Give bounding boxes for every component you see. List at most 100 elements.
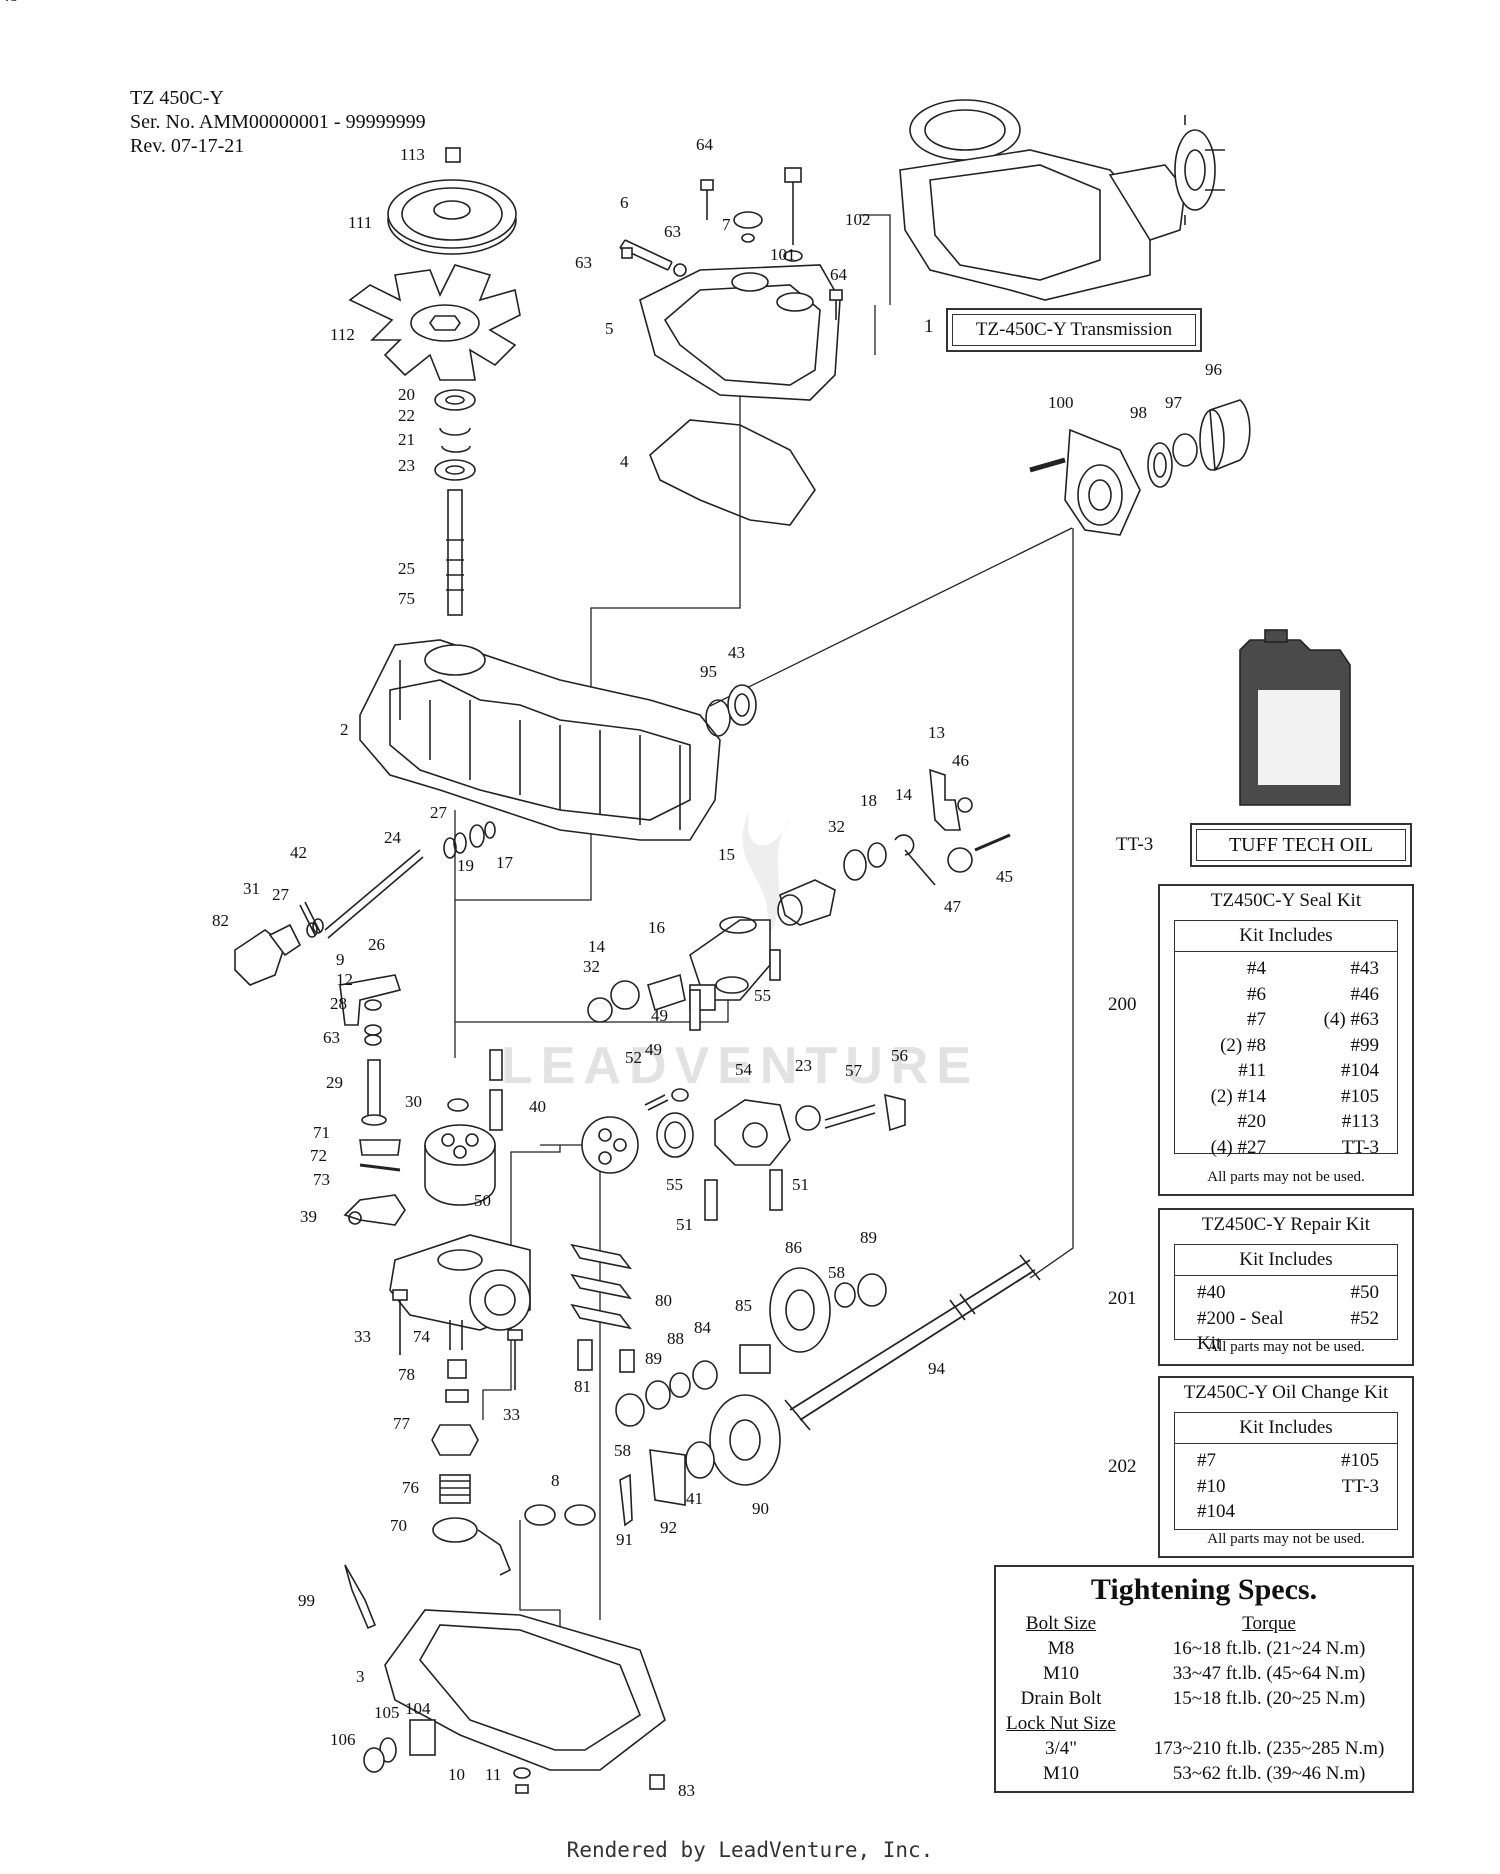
part-callout: 41 xyxy=(686,1489,703,1508)
seals-96-98 xyxy=(1147,399,1251,488)
part-callout: 54 xyxy=(735,1060,753,1079)
kit-part: #104 xyxy=(1197,1501,1235,1522)
bolts-51 xyxy=(704,1169,783,1221)
part-callout: 48 xyxy=(1,0,18,5)
bolt-size: Drain Bolt xyxy=(1020,1688,1102,1709)
part-callout: 30 xyxy=(405,1092,422,1111)
kit-part: #43 xyxy=(1350,958,1380,979)
part-callout: 46 xyxy=(952,751,969,770)
top-cover-5 xyxy=(639,264,841,401)
kit-part: #200 - Seal Kit xyxy=(1197,1307,1284,1355)
part-callout: 97 xyxy=(1165,393,1183,412)
lock-nut-size: 3/4" xyxy=(1044,1738,1078,1759)
part-callout: 20 xyxy=(398,385,415,404)
part-callout: 71 xyxy=(313,1123,330,1142)
bearings-58-89 xyxy=(834,1273,887,1308)
seal-kit-parts: #4#43#6#46#7(4) #63(2) #8#99#11#104(2) #… xyxy=(1175,952,1397,1160)
kit-part: #50 xyxy=(1350,1282,1380,1303)
part-callout: 86 xyxy=(785,1238,802,1257)
part-callout: 72 xyxy=(310,1146,327,1165)
part-callout: 105 xyxy=(374,1703,400,1722)
part-callout: 50 xyxy=(474,1191,491,1210)
fill-cap-7 xyxy=(733,211,763,243)
kit-part: (4) #27 xyxy=(1210,1136,1266,1158)
torque-value: 15~18 ft.lb. (20~25 N.m) xyxy=(1172,1688,1366,1709)
oil-label: TUFF TECH OIL xyxy=(1196,829,1406,861)
seal-kit-note: All parts may not be used. xyxy=(1207,1169,1365,1185)
kit-part: (2) #8 xyxy=(1220,1034,1266,1056)
valve-stack-74-78-77-76-70 xyxy=(431,1320,512,1576)
oil-jug-icon xyxy=(1239,629,1351,806)
model-name: TZ 450C-Y xyxy=(130,87,224,109)
oil-change-kit-note: All parts may not be used. xyxy=(1207,1531,1365,1547)
repair-kit-note: All parts may not be used. xyxy=(1207,1339,1365,1355)
part-callout: 88 xyxy=(667,1329,684,1348)
part-callout: 104 xyxy=(405,1699,431,1718)
part-callout: 27 xyxy=(430,803,448,822)
watermark-flame-icon xyxy=(742,810,790,950)
part-callout: 42 xyxy=(290,843,307,862)
torque-value: 33~47 ft.lb. (45~64 N.m) xyxy=(1172,1663,1366,1684)
axle-hub-100 xyxy=(1029,428,1141,536)
part-callout: 27 xyxy=(272,885,290,904)
kit-part: TT-3 xyxy=(1341,1475,1379,1497)
part-callout: 90 xyxy=(752,1499,769,1518)
bracket-54 xyxy=(714,1099,791,1166)
pulley-111 xyxy=(387,147,517,255)
lock-nut-size: M10 xyxy=(1043,1763,1079,1784)
kit-part xyxy=(1286,1499,1383,1525)
part-callout: 11 xyxy=(485,1765,501,1784)
kit-part: #105 xyxy=(1341,1450,1379,1471)
washers-27-19-17 xyxy=(443,821,496,859)
part-callout: 57 xyxy=(845,1061,863,1080)
cooling-fan-112 xyxy=(348,264,521,381)
part-callout: 2 xyxy=(340,720,349,739)
drain-bolt-10-11-83 xyxy=(513,1767,665,1794)
part-callout: 75 xyxy=(398,589,415,608)
bolt-size-header: Bolt Size xyxy=(1025,1613,1097,1634)
torque-value: 173~210 ft.lb. (235~285 N.m) xyxy=(1153,1738,1385,1759)
part-callout: 111 xyxy=(348,213,372,232)
lock-nut-size-header: Lock Nut Size xyxy=(1006,1713,1116,1734)
part-callout: 101 xyxy=(770,245,796,264)
part-callout: 85 xyxy=(735,1296,752,1315)
part-callout: 70 xyxy=(390,1516,407,1535)
main-assembly-label: TZ-450C-Y Transmission xyxy=(952,314,1196,346)
repair-kit-box: TZ450C-Y Repair Kit Kit Includes #40#50#… xyxy=(1158,1208,1414,1366)
motor-block-52 xyxy=(581,1088,689,1174)
bolt-size: M8 xyxy=(1047,1638,1075,1659)
part-callout: 25 xyxy=(398,559,415,578)
part-callout: 55 xyxy=(754,986,771,1005)
part-callout: 12 xyxy=(336,970,353,989)
kit-part: #7 xyxy=(1197,1450,1216,1471)
part-callout: 31 xyxy=(243,879,260,898)
repair-kit-title: TZ450C-Y Repair Kit xyxy=(1201,1214,1371,1235)
part-callout: 45 xyxy=(996,867,1013,886)
pinion-85-84-88-89 xyxy=(645,1344,771,1410)
seal-kit-title: TZ450C-Y Seal Kit xyxy=(1210,890,1362,911)
oil-pan-3 xyxy=(384,1609,666,1771)
part-callout: 98 xyxy=(1130,403,1147,422)
part-callout: 43 xyxy=(728,643,745,662)
part-callout: 23 xyxy=(398,456,415,475)
part-callout: 94 xyxy=(928,1359,946,1378)
part-callout: 100 xyxy=(1048,393,1074,412)
part-callout: 39 xyxy=(300,1207,317,1226)
kit-part: #10 xyxy=(1197,1475,1226,1497)
kit-part: #52 xyxy=(1350,1307,1380,1329)
repair-kit-includes-label: Kit Includes xyxy=(1175,1245,1397,1276)
bevel-gear-86 xyxy=(769,1267,831,1353)
part-callout: 16 xyxy=(648,918,665,937)
part-callout: 113 xyxy=(400,145,425,164)
plates-8 xyxy=(524,1504,596,1526)
main-assembly-box: TZ-450C-Y Transmission xyxy=(946,308,1202,352)
input-shaft-stack xyxy=(434,389,476,616)
repair-kit-parts: #40#50#200 - Seal Kit#52 xyxy=(1175,1276,1397,1357)
part-callout: 33 xyxy=(354,1327,371,1346)
oil-change-kit-box: TZ450C-Y Oil Change Kit Kit Includes #7#… xyxy=(1158,1376,1414,1558)
part-callout: 8 xyxy=(551,1471,560,1490)
brake-shaft-15 xyxy=(777,879,836,926)
bearing-55 xyxy=(656,1112,694,1158)
oil-box: TUFF TECH OIL xyxy=(1190,823,1412,867)
part-callout: 14 xyxy=(895,785,913,804)
